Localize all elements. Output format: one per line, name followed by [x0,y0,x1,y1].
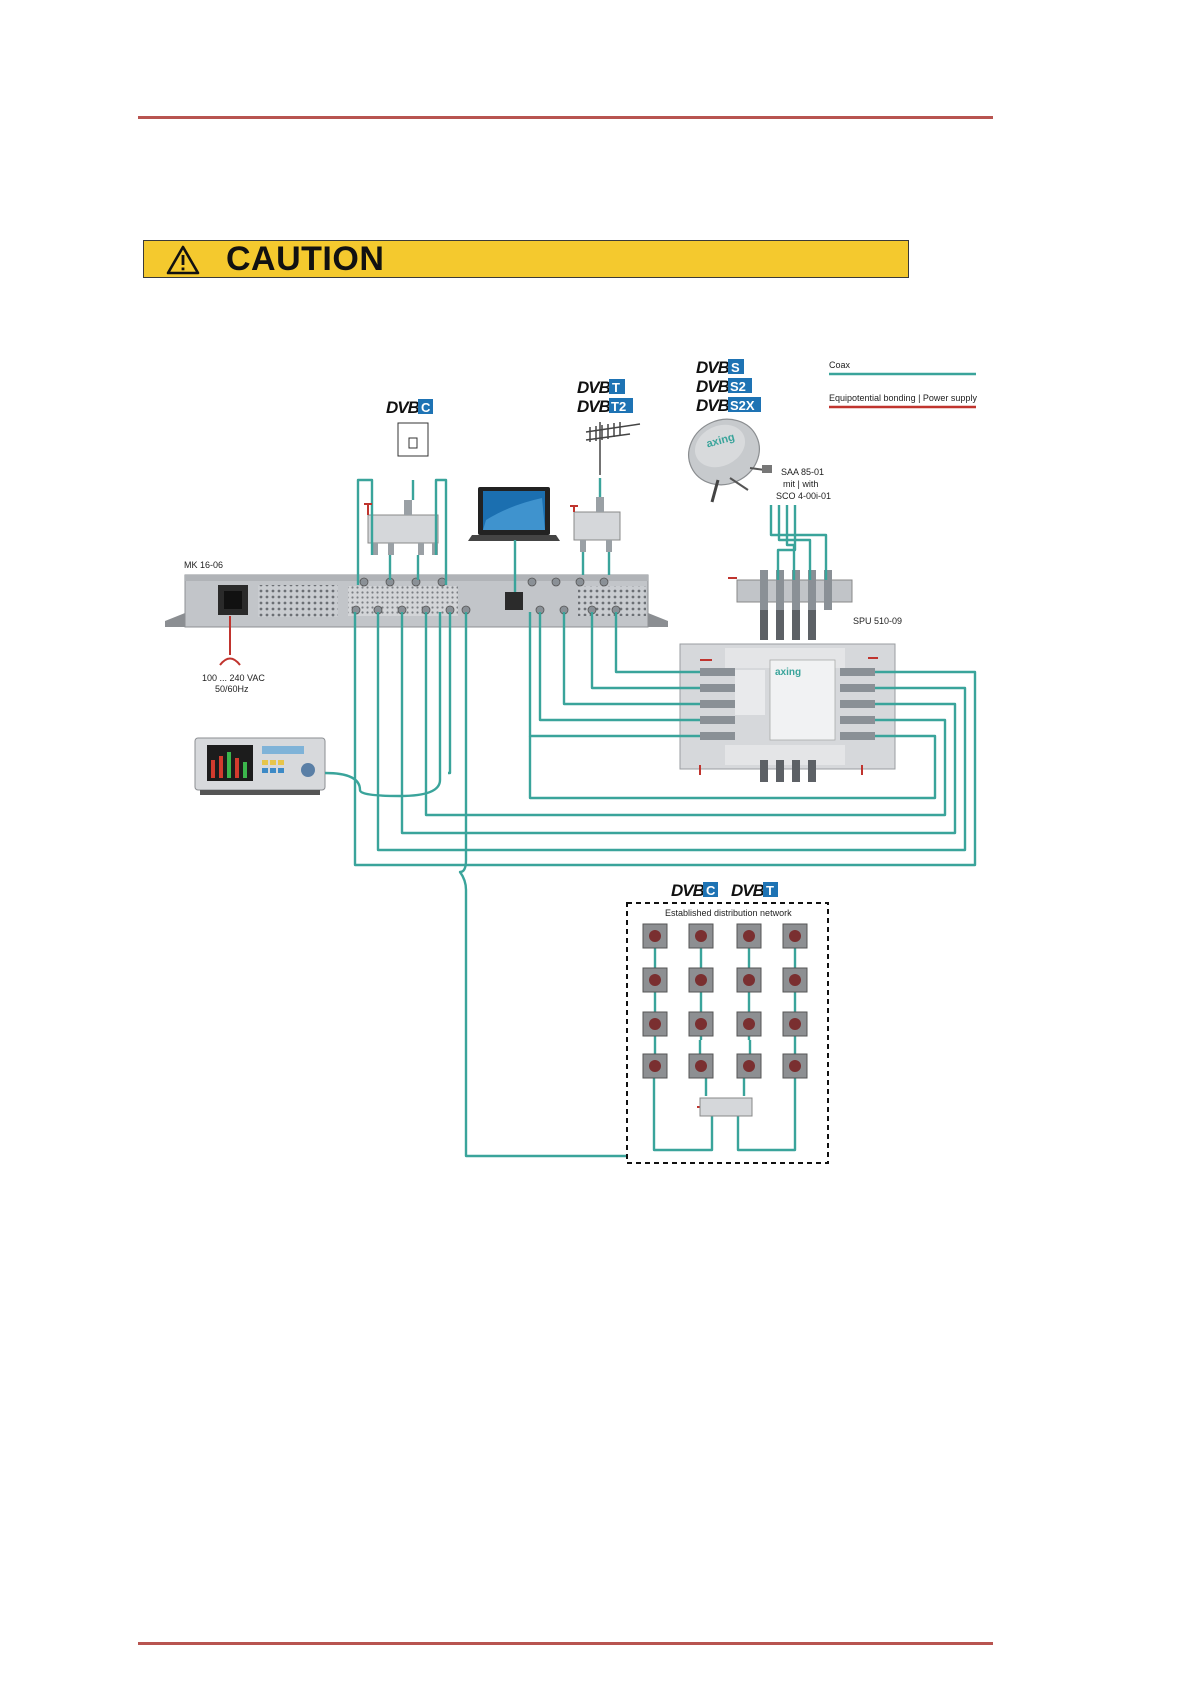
dvb-c-logo-text: DVB [386,398,420,417]
dvb-c-logo: DVB C [386,398,433,417]
dvb-s-logos: DVB S DVB S2 DVB S2X [696,358,761,415]
wall-outlets [643,924,807,1078]
dvb-s-logo-text: DVB [696,358,730,377]
network-splitter [700,1098,752,1116]
legend-power-label: Equipotential bonding | Power supply [829,393,977,403]
network-label: Established distribution network [665,908,792,918]
dvb-c-network-logo: DVB C [671,881,718,900]
dish-model-label: SAA 85-01 [781,467,824,477]
network-dvb-t-text: DVB [731,881,765,900]
dvb-s2x-logo-text: DVB [696,396,730,415]
power-frequency-label: 50/60Hz [215,684,249,694]
dvb-s2x-badge: S2X [730,398,755,413]
multiswitch-unit: axing [680,644,895,782]
terrestrial-splitter [574,497,620,552]
headend-label: MK 16-06 [184,560,223,570]
dvb-t2-logo-text: DVB [577,397,611,416]
multiswitch-label: SPU 510-09 [853,616,902,626]
dvb-c-logo-badge: C [421,400,431,415]
dvb-t-logo-text: DVB [577,378,611,397]
power-supply-label: 100 ... 240 VAC [202,673,265,683]
dvb-s2-logo-text: DVB [696,377,730,396]
dish-lnb-label: SCO 4-00i-01 [776,491,831,501]
legend-coax-label: Coax [829,360,851,370]
cable-splitter [368,500,438,555]
dish-with-label: mit | with [783,479,818,489]
network-dvb-c-badge: C [706,883,716,898]
laptop [468,487,560,541]
signal-analyzer [195,738,325,795]
network-cables [655,935,795,1060]
dvb-t-badge: T [612,380,620,395]
satellite-dish: axing [678,408,772,502]
cable-wall-socket [398,423,428,456]
network-dvb-c-text: DVB [671,881,705,900]
dvb-s2-badge: S2 [730,379,746,394]
dvb-t2-badge: T2 [611,399,626,414]
legend: Coax Equipotential bonding | Power suppl… [829,360,977,407]
multiswitch-brand-label: axing [775,667,801,678]
dvb-t-network-logo: DVB T [731,881,778,900]
terrestrial-antenna [586,422,640,475]
dvb-t-logos: DVB T DVB T2 [577,378,633,416]
network-dvb-t-badge: T [766,883,774,898]
lnb-input-bar [737,570,852,640]
dvb-s-badge: S [731,360,740,375]
